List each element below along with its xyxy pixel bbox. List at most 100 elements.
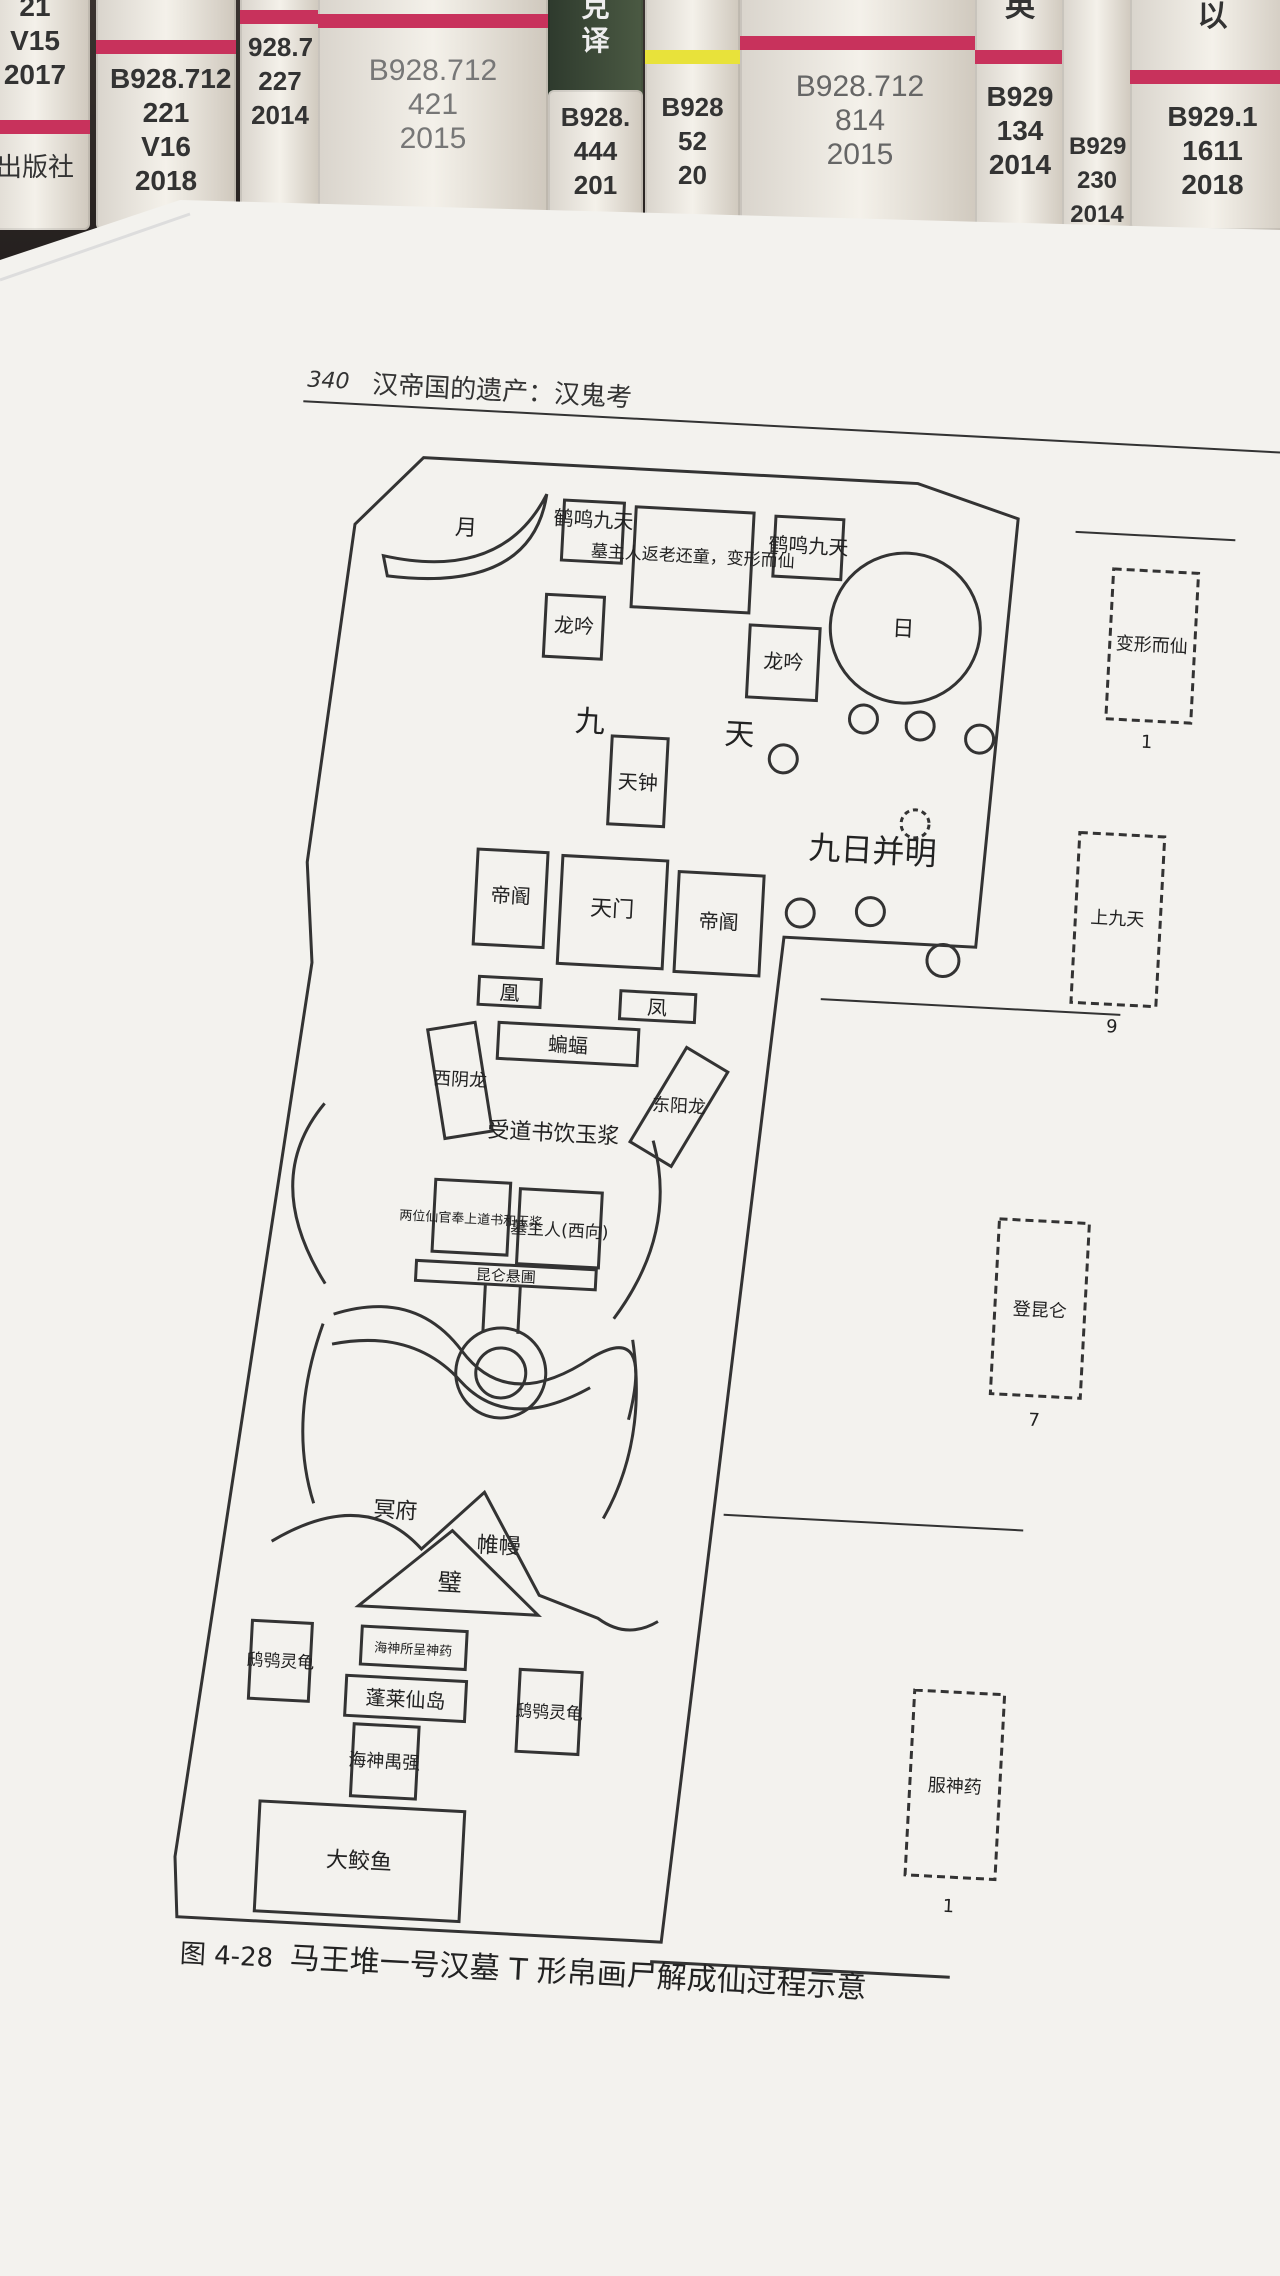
bi-knot	[291, 1102, 662, 1520]
stage-number: 7	[1028, 1410, 1041, 1432]
east-dragon-label: 东阳龙	[651, 1095, 706, 1119]
bi-canopy	[354, 1528, 542, 1617]
penglai-label: 蓬莱仙岛	[365, 1685, 446, 1713]
sea-god-medicine-box	[358, 1624, 469, 1672]
moon-shape	[381, 493, 549, 581]
two-officials-label: 两位仙官奉上道书和玉浆	[399, 1207, 543, 1230]
moon-label: 月	[454, 515, 477, 541]
dragon-left-box	[541, 592, 607, 661]
bi-label: 璧	[437, 1568, 462, 1597]
sun-label: 日	[892, 616, 915, 642]
stage-box	[1069, 830, 1167, 1009]
crane-left-box	[559, 498, 627, 565]
small-sun-dashed	[899, 808, 931, 840]
spine-top-text: 以	[1197, 0, 1228, 33]
page-number: 340	[307, 367, 350, 394]
big-fish-label: 大鲛鱼	[325, 1847, 392, 1875]
phoenix-m-label: 凤	[646, 995, 667, 1020]
heaven-gate-box	[555, 853, 670, 971]
two-officials-box	[430, 1177, 513, 1257]
kunlun-garden-label: 昆仑悬圃	[475, 1266, 536, 1287]
stage-rule	[820, 998, 1121, 1016]
east-dragon-box	[627, 1045, 730, 1169]
palace-right-label: 帝阍	[698, 909, 739, 935]
stage-rule	[650, 1960, 950, 1979]
spine-top-text: 克译	[581, 0, 610, 56]
palace-right-box	[672, 870, 766, 978]
turtle-left-box	[246, 1618, 314, 1703]
tomb-owner-top-box	[629, 505, 756, 615]
palace-left-label: 帝阍	[490, 883, 531, 909]
turtle-right-box	[514, 1667, 584, 1757]
stage-label: 变形而仙	[1115, 633, 1188, 658]
phoenix-f-label: 凰	[499, 980, 520, 1005]
small-sun	[847, 703, 879, 735]
big-fish-box	[252, 1799, 467, 1924]
bat-box	[495, 1020, 641, 1068]
dragon-left-label: 龙吟	[553, 613, 594, 639]
crane-right-box	[771, 514, 846, 582]
crane-right-label: 鹤鸣九天	[768, 532, 849, 560]
canopy-shape	[270, 1489, 659, 1632]
figure-number: 图 4-28	[179, 1939, 274, 1974]
stage-number: 1	[1140, 732, 1153, 754]
stage-label: 上九天	[1090, 907, 1145, 931]
tomb-owner-west-box	[514, 1187, 604, 1270]
phoenix-m-box	[617, 989, 698, 1025]
phoenix-f-box	[476, 974, 543, 1010]
west-dragon-label: 西阴龙	[433, 1068, 488, 1092]
dragon-right-label: 龙吟	[763, 649, 804, 675]
sea-god-box	[348, 1722, 421, 1801]
heaven-bell-box	[606, 734, 670, 829]
kunlun-garden-bar	[413, 1258, 598, 1292]
crane-left-label: 鹤鸣九天	[553, 506, 634, 534]
small-sun	[925, 943, 961, 979]
header-rule	[303, 400, 1280, 454]
stage-label: 服神药	[927, 1775, 982, 1799]
stage-label: 登昆仑	[1012, 1299, 1067, 1323]
stage-box	[903, 1688, 1007, 1882]
small-sun	[904, 710, 936, 742]
t-shape-outline	[173, 456, 1020, 1944]
sea-god-medicine-label: 海神所呈神药	[374, 1641, 453, 1660]
stage-number: 1	[942, 1896, 955, 1918]
nine-heaven-char-1: 九	[574, 704, 606, 741]
stage-box	[1104, 567, 1201, 725]
penglai-box	[343, 1673, 469, 1724]
small-sun	[964, 723, 996, 755]
publisher-label: 出版社	[0, 152, 74, 182]
dragon-right-box	[744, 623, 822, 703]
heaven-gate-label: 天门	[590, 896, 635, 923]
small-sun	[767, 743, 799, 775]
turtle-left-label: 鸱鸮灵龟	[246, 1650, 315, 1674]
stage-number: 9	[1105, 1016, 1118, 1038]
stage-rule	[1075, 530, 1236, 542]
bat-label: 蝙蝠	[547, 1032, 588, 1058]
palace-left-box	[471, 847, 550, 950]
sea-god-label: 海神禺强	[348, 1750, 421, 1775]
spine-top-text: 英	[1005, 0, 1035, 23]
nine-heaven-char-2: 天	[724, 717, 756, 754]
small-sun	[784, 897, 816, 929]
